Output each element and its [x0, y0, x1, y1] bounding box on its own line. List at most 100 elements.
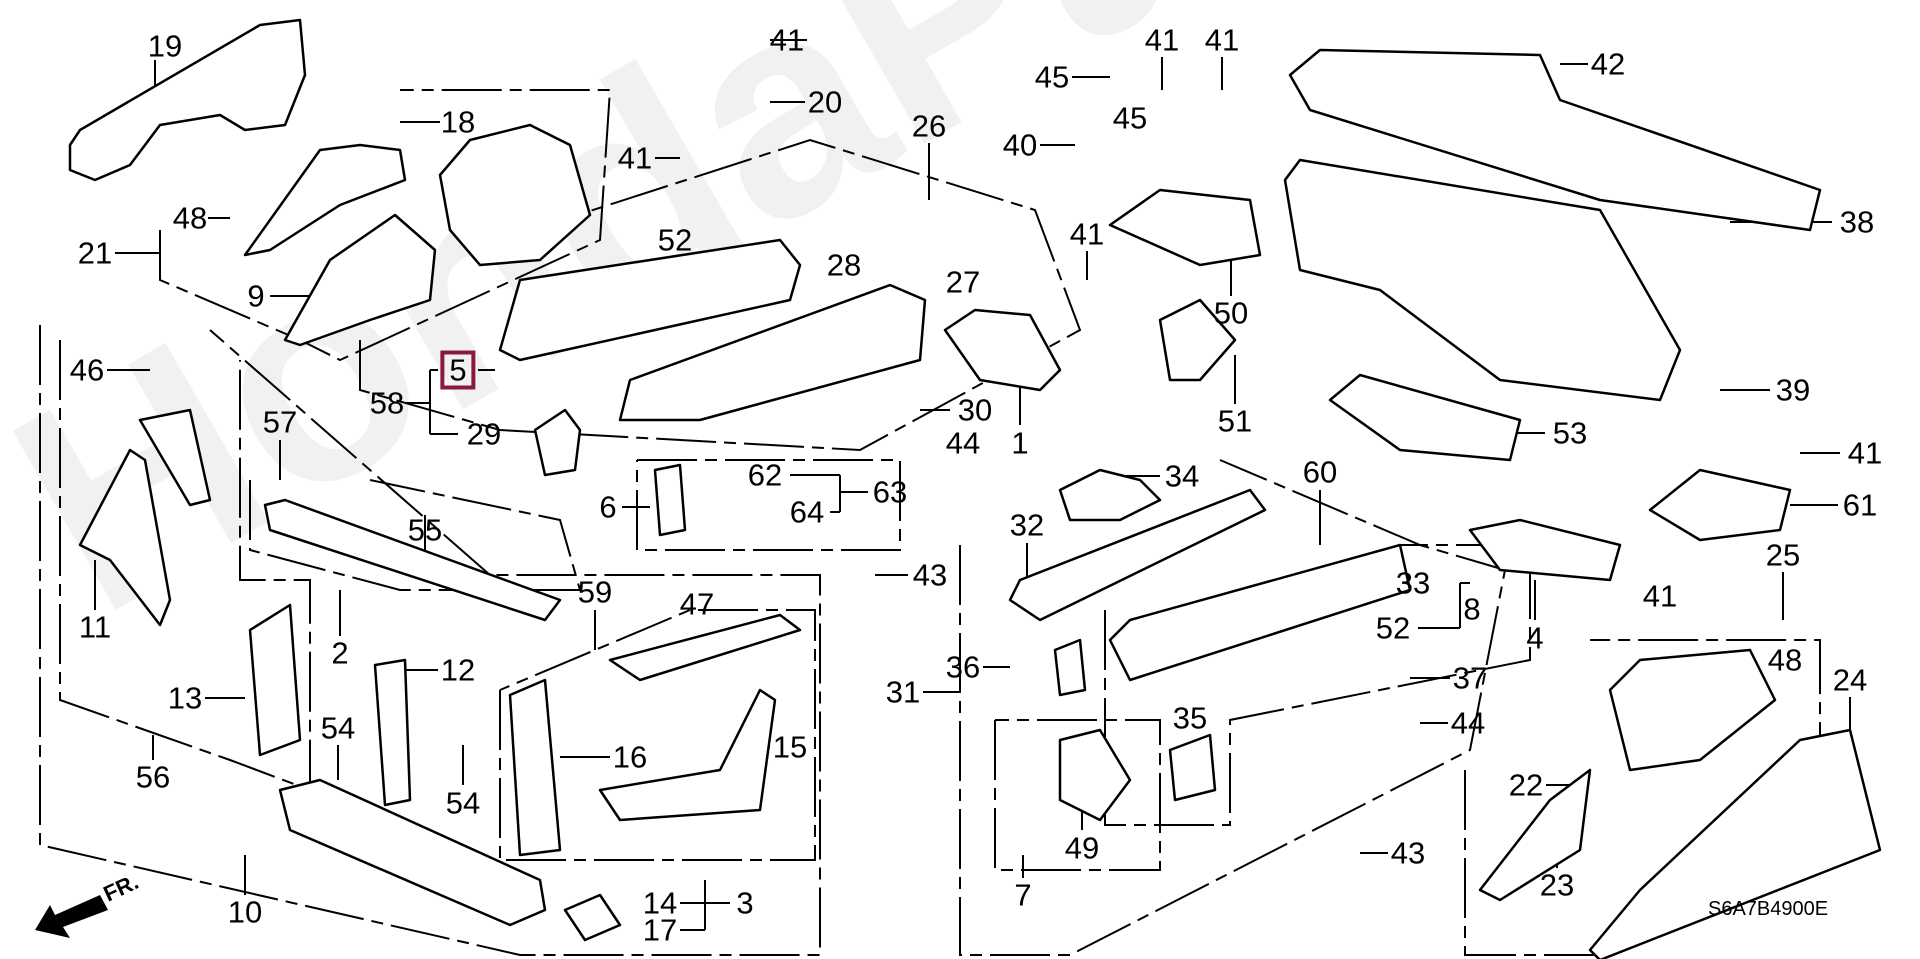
part-46	[138, 408, 212, 507]
part-callout-27[interactable]: 27	[945, 264, 981, 300]
part-callout-56[interactable]: 56	[135, 759, 171, 795]
part-callout-44[interactable]: 44	[945, 425, 981, 461]
svg-text:FR.: FR.	[100, 869, 143, 907]
part-callout-44[interactable]: 44	[1450, 705, 1486, 741]
part-callout-25[interactable]: 25	[1765, 537, 1801, 573]
part-callout-5[interactable]: 5	[440, 350, 476, 390]
part-callout-14[interactable]: 14	[642, 885, 678, 921]
part-callout-53[interactable]: 53	[1552, 415, 1588, 451]
part-callout-10[interactable]: 10	[227, 894, 263, 930]
part-callout-1[interactable]: 1	[1011, 425, 1029, 461]
part-callout-46[interactable]: 46	[69, 352, 105, 388]
part-53	[1328, 373, 1522, 462]
part-callout-43[interactable]: 43	[912, 557, 948, 593]
part-28	[498, 238, 802, 362]
group-outline-21	[159, 89, 612, 362]
part-callout-31[interactable]: 31	[885, 674, 921, 710]
part-callout-60[interactable]: 60	[1302, 454, 1338, 490]
part-39	[1283, 158, 1682, 402]
part-callout-9[interactable]: 9	[247, 278, 265, 314]
part-16	[508, 678, 562, 857]
part-callout-64[interactable]: 64	[789, 494, 825, 530]
part-callout-62[interactable]: 62	[747, 457, 783, 493]
part-callout-55[interactable]: 55	[407, 512, 443, 548]
part-callout-48[interactable]: 48	[1767, 642, 1803, 678]
part-callout-28[interactable]: 28	[826, 247, 862, 283]
part-callout-23[interactable]: 23	[1539, 867, 1575, 903]
part-callout-19[interactable]: 19	[147, 28, 183, 64]
part-callout-52[interactable]: 52	[1375, 610, 1411, 646]
part-callout-18[interactable]: 18	[440, 104, 476, 140]
part-callout-36[interactable]: 36	[945, 649, 981, 685]
part-top-tower	[438, 123, 592, 267]
part-callout-20[interactable]: 20	[807, 84, 843, 120]
part-callout-11[interactable]: 11	[78, 609, 112, 645]
part-callout-39[interactable]: 39	[1775, 372, 1811, 408]
part-32	[1008, 488, 1267, 622]
part-callout-45[interactable]: 45	[1034, 59, 1070, 95]
part-callout-59[interactable]: 59	[577, 574, 613, 610]
part-callout-17[interactable]: 17	[642, 912, 678, 948]
part-12	[373, 658, 412, 807]
part-49	[1058, 728, 1132, 822]
part-callout-58[interactable]: 58	[369, 385, 405, 421]
part-callout-24[interactable]: 24	[1832, 662, 1868, 698]
part-callout-41[interactable]: 41	[1204, 22, 1240, 58]
part-callout-6[interactable]: 6	[599, 489, 617, 525]
part-callout-54[interactable]: 54	[320, 710, 356, 746]
part-callout-38[interactable]: 38	[1839, 204, 1875, 240]
part-callout-4[interactable]: 4	[1526, 620, 1544, 656]
part-callout-30[interactable]: 30	[957, 392, 993, 428]
part-callout-3[interactable]: 3	[736, 885, 754, 921]
part-callout-51[interactable]: 51	[1217, 403, 1253, 439]
part-callout-7[interactable]: 7	[1014, 877, 1032, 913]
part-callout-49[interactable]: 49	[1064, 830, 1100, 866]
part-callout-33[interactable]: 33	[1395, 565, 1431, 601]
part-callout-12[interactable]: 12	[440, 652, 476, 688]
part-callout-29[interactable]: 29	[466, 416, 502, 452]
part-35	[1168, 733, 1217, 802]
part-callout-43[interactable]: 43	[1390, 835, 1426, 871]
part-callout-41[interactable]: 41	[617, 140, 653, 176]
part-callout-37[interactable]: 37	[1452, 660, 1488, 696]
part-callout-41[interactable]: 41	[1847, 435, 1883, 471]
part-callout-16[interactable]: 16	[612, 739, 648, 775]
part-24	[1588, 728, 1882, 959]
part-callout-41[interactable]: 41	[769, 22, 805, 58]
part-callout-52[interactable]: 52	[657, 222, 693, 258]
part-callout-21[interactable]: 21	[77, 235, 113, 271]
part-callout-54[interactable]: 54	[445, 785, 481, 821]
part-callout-41[interactable]: 41	[1144, 22, 1180, 58]
part-callout-35[interactable]: 35	[1172, 700, 1208, 736]
part-callout-41[interactable]: 41	[1642, 578, 1678, 614]
part-13	[248, 603, 302, 757]
part-callout-57[interactable]: 57	[262, 404, 298, 440]
part-callout-15[interactable]: 15	[772, 729, 808, 765]
part-callout-48[interactable]: 48	[172, 200, 208, 236]
group-outline-59	[499, 609, 816, 861]
part-61	[1648, 468, 1792, 542]
part-callout-63[interactable]: 63	[872, 474, 908, 510]
part-callout-26[interactable]: 26	[911, 108, 947, 144]
part-callout-47[interactable]: 47	[679, 586, 715, 622]
part-callout-8[interactable]: 8	[1463, 591, 1481, 627]
part-callout-13[interactable]: 13	[167, 680, 203, 716]
part-15	[598, 688, 777, 822]
part-callout-32[interactable]: 32	[1009, 507, 1045, 543]
part-callout-61[interactable]: 61	[1842, 487, 1878, 523]
part-50	[1108, 188, 1262, 267]
part-callout-42[interactable]: 42	[1590, 46, 1626, 82]
part-callout-2[interactable]: 2	[331, 635, 349, 671]
diagram-code: S6A7B4900E	[1708, 898, 1829, 920]
part-callout-22[interactable]: 22	[1508, 767, 1544, 803]
part-22	[1478, 768, 1592, 902]
part-callout-50[interactable]: 50	[1213, 295, 1249, 331]
part-callout-45[interactable]: 45	[1112, 100, 1148, 136]
part-callout-41[interactable]: 41	[1069, 216, 1105, 252]
group-outline-10	[39, 325, 821, 956]
part-callout-40[interactable]: 40	[1002, 127, 1038, 163]
part-34	[1058, 468, 1162, 522]
group-outline-6	[636, 459, 901, 551]
part-callout-34[interactable]: 34	[1164, 458, 1200, 494]
